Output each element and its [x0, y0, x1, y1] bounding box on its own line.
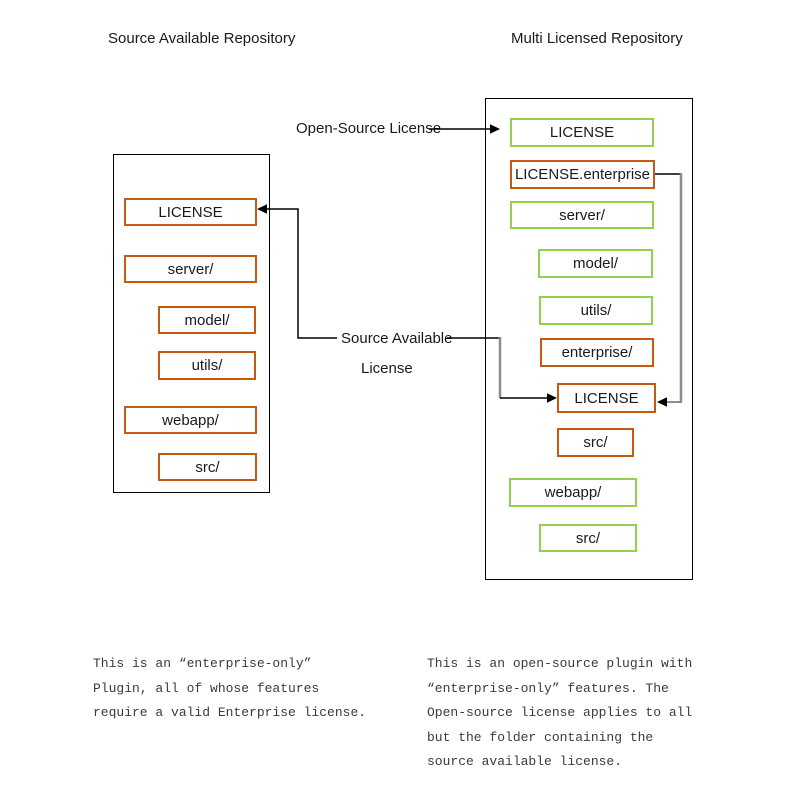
right-repo-caption: This is an open-source plugin with “ente… [427, 652, 692, 775]
caption-line: source available license. [427, 754, 623, 769]
left-folder-box-webapp: webapp/ [124, 406, 257, 434]
left-file-box-license: LICENSE [124, 198, 257, 226]
caption-line: but the folder containing the [427, 729, 654, 745]
source-available-license-label-line2: License [361, 360, 413, 377]
source-available-license-label-line1: Source Available [341, 330, 453, 347]
open-source-license-label: Open-Source License [296, 120, 442, 137]
left-folder-box-server: server/ [124, 255, 257, 283]
caption-line: Plugin, all of whose features [93, 680, 320, 696]
caption-line: require a valid Enterprise license. [93, 705, 367, 720]
right-file-box-license-open: LICENSE [510, 118, 654, 147]
left-folder-box-src: src/ [158, 453, 257, 481]
caption-line: This is an open-source plugin with [427, 656, 693, 671]
right-file-box-license-nested: LICENSE [557, 383, 656, 413]
left-repo-title: Source Available Repository [108, 30, 296, 47]
right-folder-box-enterprise: enterprise/ [540, 338, 654, 367]
left-repo-caption: This is an “enterprise-only” Plugin, all… [93, 652, 366, 726]
right-folder-box-server: server/ [510, 201, 654, 229]
right-folder-box-src-enterprise: src/ [557, 428, 634, 457]
caption-line: This is an “enterprise-only” [93, 656, 312, 671]
right-file-box-license-enterprise: LICENSE.enterprise [510, 160, 655, 189]
caption-line: Open-source license applies to all [427, 705, 693, 720]
left-folder-box-utils: utils/ [158, 351, 256, 380]
right-folder-box-utils: utils/ [539, 296, 653, 325]
right-repo-title: Multi Licensed Repository [511, 30, 683, 47]
right-folder-box-src: src/ [539, 524, 637, 552]
left-folder-box-model: model/ [158, 306, 256, 334]
right-folder-box-webapp: webapp/ [509, 478, 637, 507]
right-folder-box-model: model/ [538, 249, 653, 278]
caption-line: “enterprise-only” features. The [427, 680, 669, 696]
